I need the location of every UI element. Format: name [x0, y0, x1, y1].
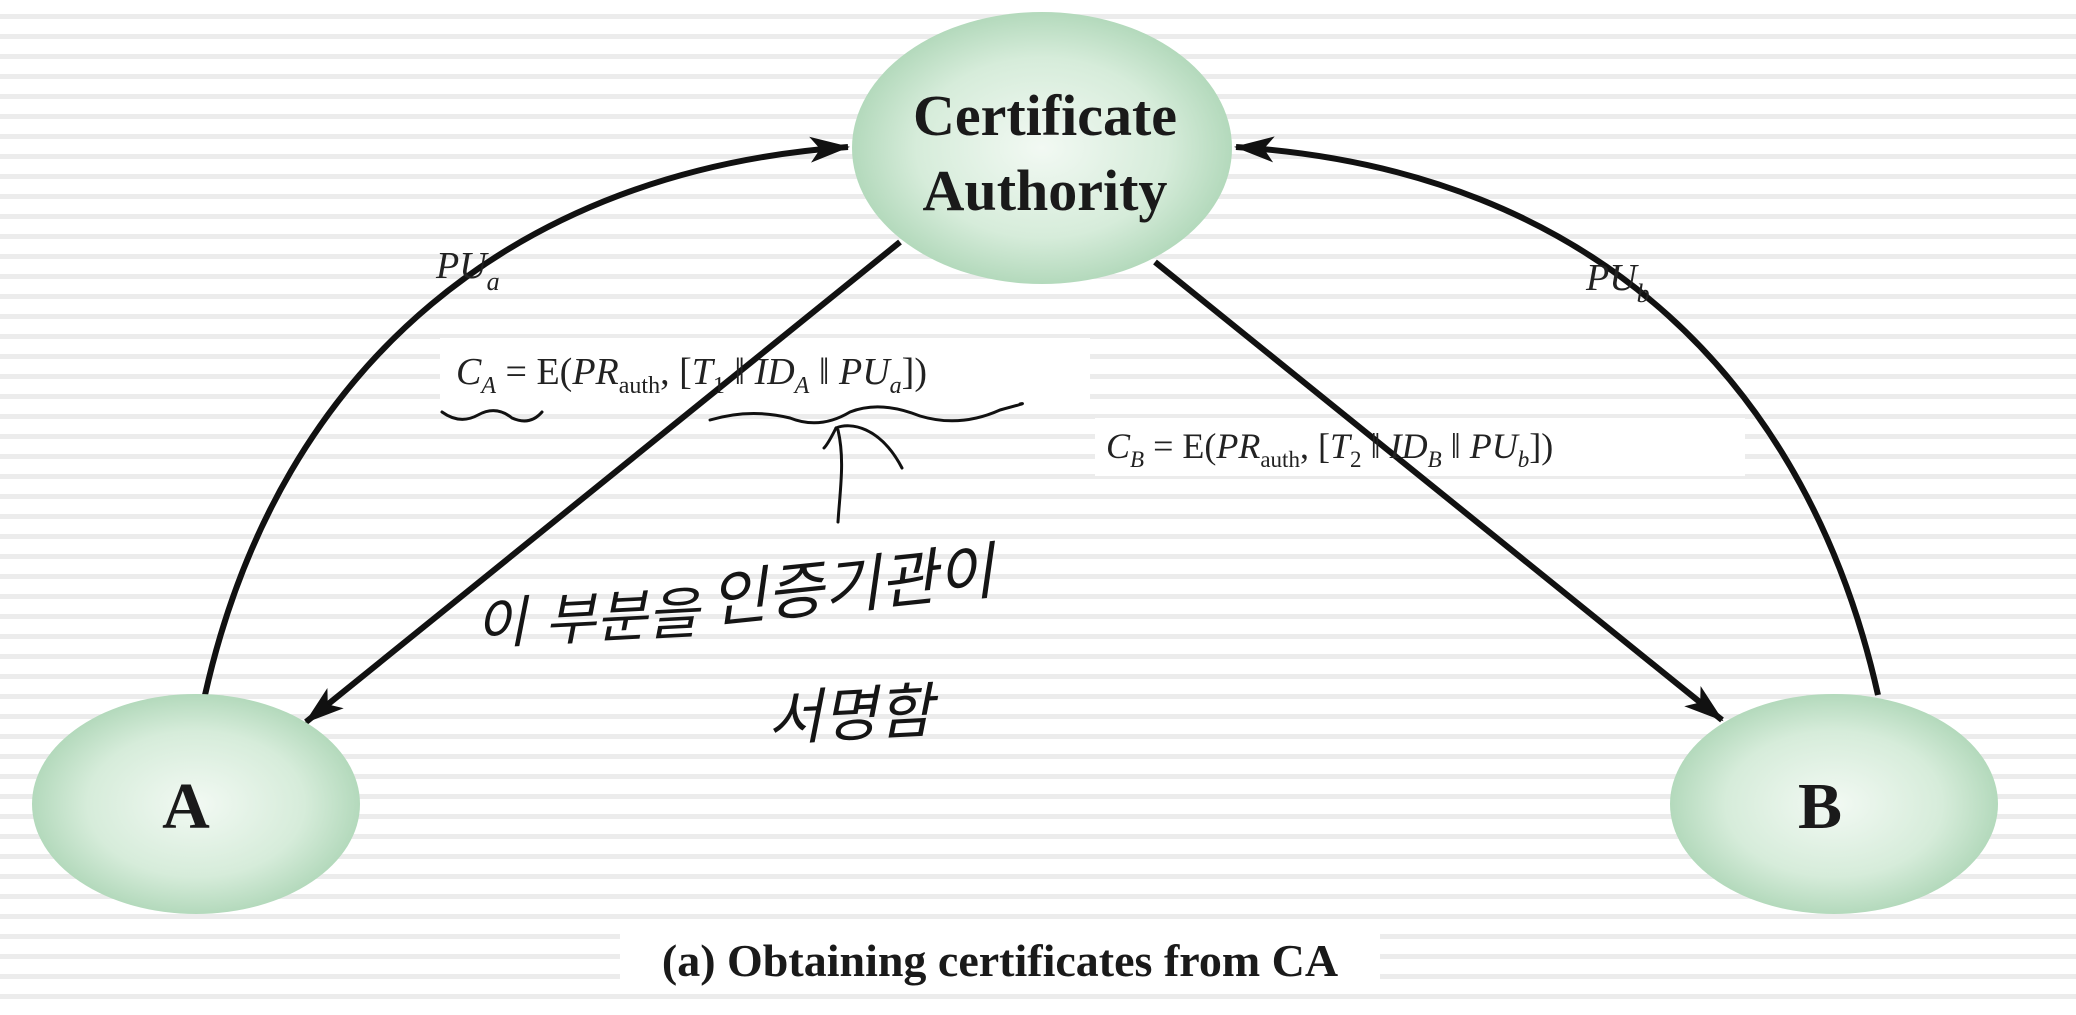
handwritten-arrow-head-left — [822, 426, 838, 450]
node-b-label: B — [1798, 770, 1842, 843]
edge-ca-to-b — [1153, 259, 1724, 723]
handwritten-note-line2: 서명함 — [765, 676, 941, 755]
ca-label-line1: Certificate — [913, 83, 1177, 148]
handwritten-arrow-shaft — [836, 428, 844, 524]
node-certificate-authority: Certificate Authority — [852, 12, 1232, 284]
figure-caption: (a) Obtaining certificates from CA — [662, 935, 1338, 986]
caption-backdrop — [620, 928, 1380, 988]
handwritten-underline-ca — [440, 409, 544, 423]
edge-ca-to-a — [304, 239, 902, 725]
handwritten-arrow-head — [834, 424, 904, 470]
edge-label-pu-a: PUa — [435, 245, 500, 296]
node-a-label: A — [162, 770, 210, 843]
node-a: A — [32, 694, 360, 914]
handwritten-underline-payload — [708, 402, 1024, 425]
handwritten-note-line1a: 이 부분을 — [473, 581, 703, 658]
edge-label-pu-b: PUb — [1585, 257, 1650, 308]
edge-b-to-ca — [1234, 136, 1881, 696]
node-b: B — [1670, 694, 1998, 914]
formula-cb: CB = E(PRauth, [T2 ‖ IDB ‖ PUb]) — [1106, 426, 1553, 472]
formula-ca: CA = E(PRauth, [T1 ‖ IDA ‖ PUa]) — [456, 351, 927, 399]
edge-a-to-ca — [202, 136, 850, 696]
cb-cert-backdrop — [1095, 418, 1745, 476]
ca-label-line2: Authority — [923, 158, 1168, 223]
